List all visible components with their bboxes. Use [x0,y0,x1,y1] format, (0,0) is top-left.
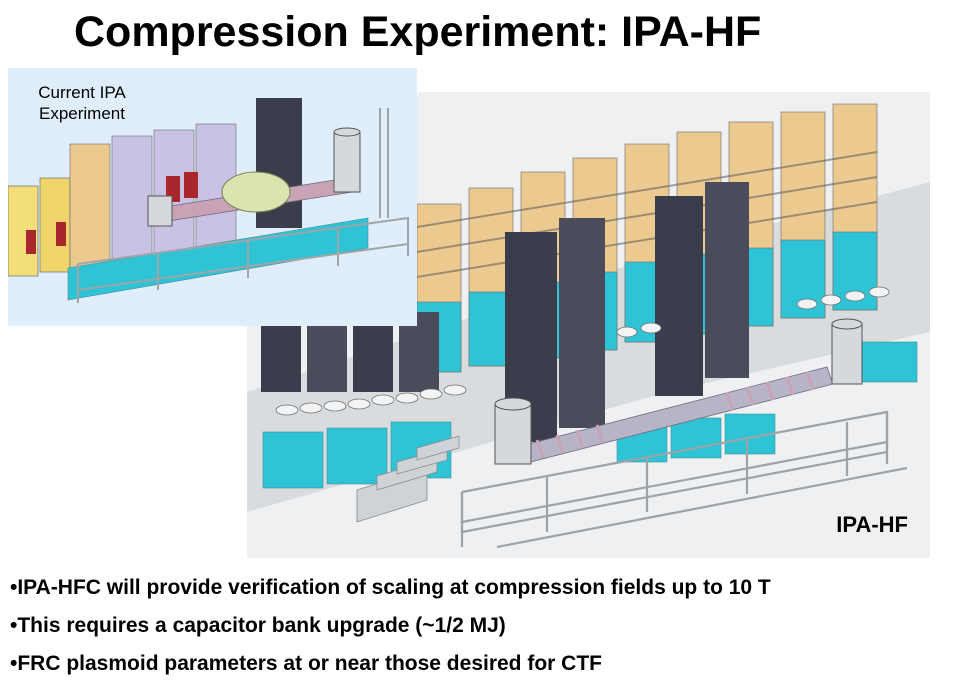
inset-end-chambers [147,127,361,227]
capacitor-cans [275,286,890,416]
ipa-hf-rendering: IPA-HF [247,92,930,558]
ipa-hf-drawing [247,103,930,549]
current-ipa-rendering: Current IPA Experiment [8,68,417,326]
current-ipa-label: Current IPA Experiment [18,82,146,124]
inset-support-frame [77,108,409,303]
bullet-item: •FRC plasmoid parameters at or near thos… [10,652,602,675]
bullet-item: •IPA-HFC will provide verification of sc… [10,576,771,599]
compression-coil-axis [516,366,834,465]
current-ipa-label-line1: Current IPA [38,83,126,102]
current-ipa-drawing [8,98,409,303]
support-frame [460,410,908,549]
ipa-hf-label: IPA-HF [836,512,908,537]
access-stairs [356,435,460,523]
bullet-item: •This requires a capacitor bank upgrade … [10,614,506,637]
end-chambers [494,318,863,465]
slide-title: Compression Experiment: IPA-HF [74,8,762,56]
current-ipa-label-line2: Experiment [39,104,125,123]
bullet-list: •IPA-HFC will provide verification of sc… [10,574,965,688]
inset-central-coil [221,171,291,213]
